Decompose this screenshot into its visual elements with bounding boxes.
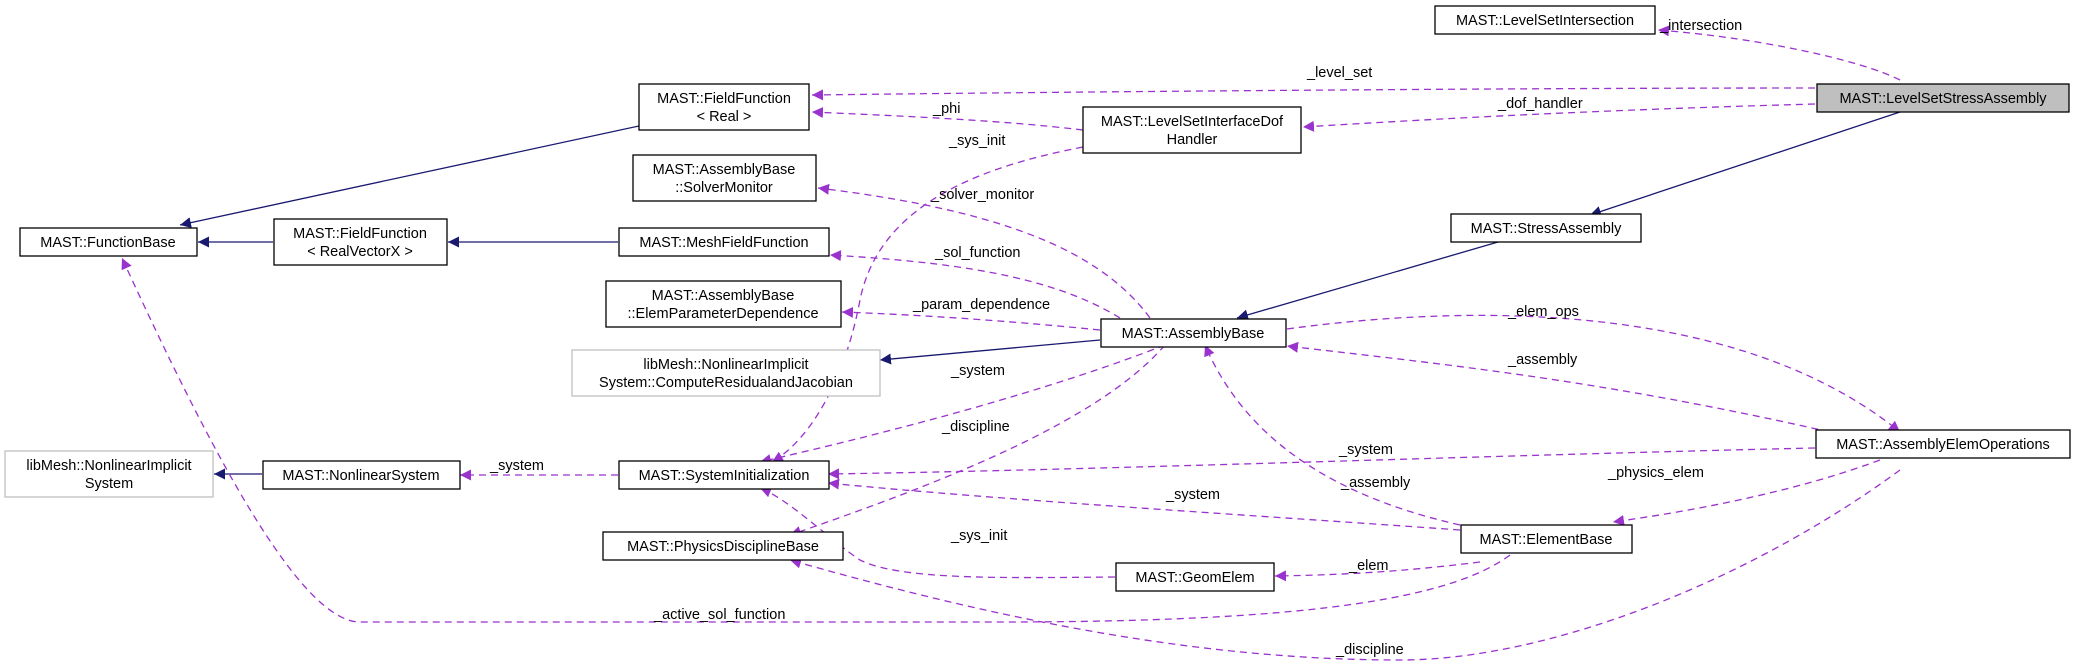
node-element-base[interactable]: MAST::ElementBase	[1460, 524, 1633, 554]
label-dof-handler: _dof_handler	[1497, 96, 1583, 112]
label-system-mid: _system	[950, 363, 1005, 379]
node-label-line2: < RealVectorX >	[307, 244, 413, 260]
node-assembly-elem-operations[interactable]: MAST::AssemblyElemOperations	[1815, 429, 2071, 459]
node-label-line1: libMesh::NonlinearImplicit	[643, 357, 808, 373]
label-elem: _elem	[1348, 558, 1389, 574]
nodes: MAST::LevelSetIntersection MAST::FieldFu…	[4, 5, 2071, 592]
node-label: MAST::LevelSetIntersection	[1456, 13, 1634, 29]
label-active-sol-function: _active_sol_function	[653, 607, 785, 623]
node-physics-discipline-base[interactable]: MAST::PhysicsDisciplineBase	[602, 531, 844, 561]
edge-active-sol-function	[121, 257, 1511, 623]
edge-physics-elem	[1612, 459, 1881, 526]
label-physics-elem: _physics_elem	[1607, 465, 1704, 481]
node-label: MAST::ElementBase	[1480, 532, 1613, 548]
node-label-line1: MAST::AssemblyBase	[653, 162, 796, 178]
node-label-line1: MAST::FieldFunction	[293, 226, 427, 242]
edge-dof-handler	[1302, 103, 1816, 132]
edge-fieldfunction-real-to-functionbase	[179, 125, 640, 229]
edge-assembly-elem	[1204, 344, 1461, 526]
edge-stressassembly-to-assemblybase	[1236, 241, 1499, 321]
label-sys-init-bottom: _sys_init	[950, 528, 1007, 544]
node-stress-assembly[interactable]: MAST::StressAssembly	[1450, 213, 1642, 243]
node-label: MAST::LevelSetStressAssembly	[1839, 91, 2047, 107]
node-label-line2: ::ElemParameterDependence	[627, 306, 818, 322]
label-elem-ops: _elem_ops	[1507, 304, 1579, 320]
label-system-right: _system	[1338, 442, 1393, 458]
node-level-set-intersection[interactable]: MAST::LevelSetIntersection	[1434, 5, 1656, 35]
edge-sys-init-bottom	[759, 486, 1116, 579]
label-sol-function: _sol_function	[934, 245, 1020, 261]
label-discipline-bottom: _discipline	[1335, 642, 1404, 658]
node-label-line2: ::SolverMonitor	[675, 180, 773, 196]
node-label: MAST::FunctionBase	[40, 235, 175, 251]
node-label-line1: MAST::AssemblyBase	[652, 288, 795, 304]
label-phi: _phi	[932, 101, 960, 117]
node-label: MAST::StressAssembly	[1471, 221, 1622, 237]
label-param-dependence: _param_dependence	[912, 297, 1050, 313]
node-field-function-vector[interactable]: MAST::FieldFunction < RealVectorX >	[273, 218, 448, 266]
node-label: MAST::AssemblyElemOperations	[1836, 437, 2050, 453]
node-solver-monitor[interactable]: MAST::AssemblyBase ::SolverMonitor	[632, 154, 817, 202]
node-level-set-interface-dof-handler[interactable]: MAST::LevelSetInterfaceDof Handler	[1082, 106, 1302, 154]
label-system-left: _system	[489, 458, 544, 474]
node-function-base[interactable]: MAST::FunctionBase	[19, 227, 198, 257]
label-sys-init-top: _sys_init	[948, 133, 1005, 149]
edge-param-dependence	[841, 306, 1101, 331]
edge-system-right	[827, 447, 1816, 480]
label-assembly-elem: _assembly	[1340, 475, 1411, 491]
node-label: MAST::NonlinearSystem	[282, 468, 439, 484]
node-system-initialization[interactable]: MAST::SystemInitialization	[618, 460, 830, 490]
edge-labels: _intersection _level_set _phi _dof_handl…	[489, 18, 1742, 658]
edge-intersection	[1657, 25, 1901, 81]
node-nonlinear-system[interactable]: MAST::NonlinearSystem	[262, 460, 461, 490]
node-geom-elem[interactable]: MAST::GeomElem	[1115, 562, 1275, 592]
edge-phi	[811, 107, 1084, 131]
node-label: MAST::SystemInitialization	[639, 468, 810, 484]
node-compute-residual-jacobian[interactable]: libMesh::NonlinearImplicit System::Compu…	[571, 349, 881, 397]
edge-discipline-bottom	[789, 469, 1901, 661]
edge-solver-monitor	[817, 183, 1151, 319]
node-label-line1: libMesh::NonlinearImplicit	[26, 458, 191, 474]
edge-discipline-mid	[789, 344, 1166, 537]
node-assembly-base[interactable]: MAST::AssemblyBase	[1100, 318, 1287, 348]
node-label-line2: System	[85, 476, 133, 492]
node-field-function-real[interactable]: MAST::FieldFunction < Real >	[638, 83, 810, 131]
edge-system-elem	[827, 478, 1461, 531]
edge-assembly-right	[1286, 341, 1831, 433]
edge-sol-function	[829, 250, 1121, 319]
label-solver-monitor: _solver_monitor	[930, 187, 1034, 203]
label-level-set: _level_set	[1306, 65, 1372, 81]
edge-elem	[1274, 561, 1481, 582]
inheritance-edges	[179, 111, 1901, 480]
node-elem-parameter-dependence[interactable]: MAST::AssemblyBase ::ElemParameterDepend…	[605, 280, 842, 328]
edge-assemblybase-to-computeresidual	[879, 339, 1101, 365]
edge-levelsetstressassembly-to-stressassembly	[1589, 111, 1901, 217]
edge-elem-ops	[1286, 314, 1901, 433]
node-label-line2: < Real >	[697, 109, 752, 125]
label-system-elem: _system	[1165, 487, 1220, 503]
edge-system-mid	[759, 344, 1166, 465]
node-mesh-field-function[interactable]: MAST::MeshFieldFunction	[618, 227, 830, 257]
node-level-set-stress-assembly[interactable]: MAST::LevelSetStressAssembly	[1816, 83, 2070, 113]
usage-edges	[121, 25, 1901, 661]
label-discipline-mid: _discipline	[941, 419, 1010, 435]
node-label-line2: Handler	[1167, 132, 1218, 148]
node-libmesh-nonlinear-system[interactable]: libMesh::NonlinearImplicit System	[4, 450, 214, 498]
label-assembly-right: _assembly	[1507, 352, 1578, 368]
label-intersection: _intersection	[1659, 18, 1742, 34]
edge-level-set	[811, 87, 1816, 101]
node-label-line2: System::ComputeResidualandJacobian	[599, 375, 853, 391]
node-label-line1: MAST::FieldFunction	[657, 91, 791, 107]
node-label: MAST::PhysicsDisciplineBase	[627, 539, 819, 555]
node-label: MAST::MeshFieldFunction	[639, 235, 808, 251]
node-label: MAST::AssemblyBase	[1122, 326, 1265, 342]
edge-sys-init-top	[771, 146, 1084, 463]
node-label-line1: MAST::LevelSetInterfaceDof	[1101, 114, 1284, 130]
node-label: MAST::GeomElem	[1135, 570, 1254, 586]
